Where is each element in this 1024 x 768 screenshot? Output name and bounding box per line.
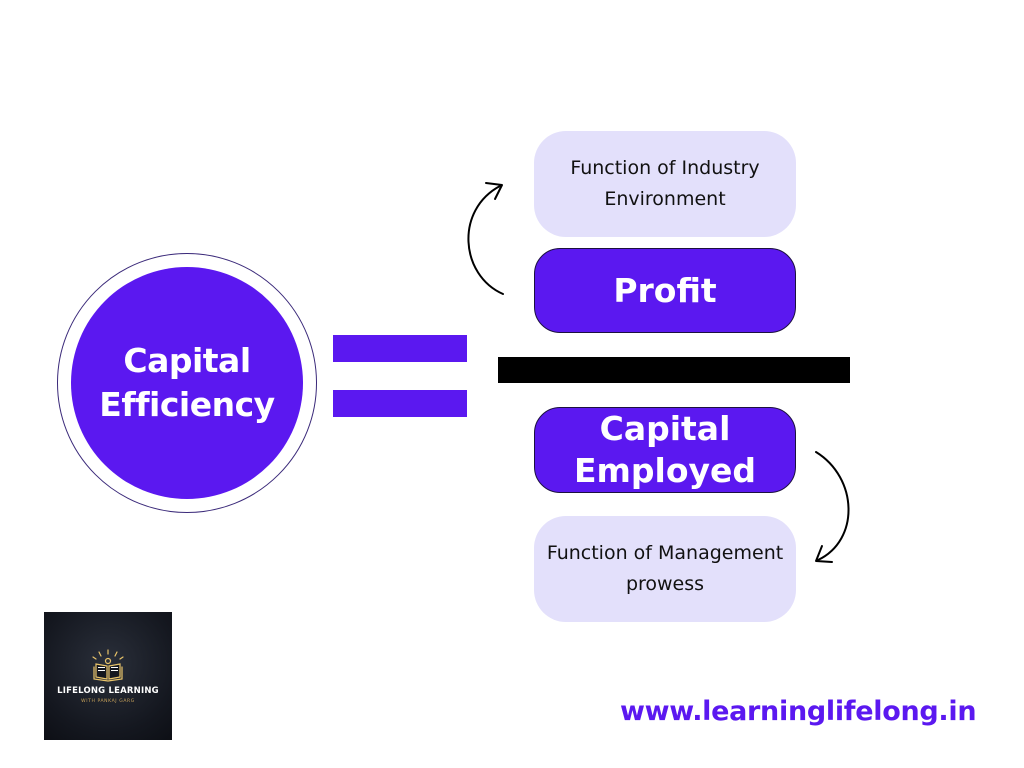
capital-employed-box: Capital Employed — [534, 407, 796, 493]
equals-sign-bottom-bar — [333, 390, 467, 417]
capital-efficiency-circle: Capital Efficiency — [71, 267, 303, 499]
logo-title: LIFELONG LEARNING — [57, 686, 159, 696]
profit-box: Profit — [534, 248, 796, 333]
logo-subtitle: WITH PANKAJ GARG — [81, 699, 135, 704]
lifelong-learning-logo: LIFELONG LEARNING WITH PANKAJ GARG — [44, 612, 172, 740]
profit-label: Profit — [613, 270, 717, 310]
industry-environment-note: Function of Industry Environment — [570, 157, 760, 210]
equals-sign-top-bar — [333, 335, 467, 362]
capital-efficiency-label: Capital Efficiency — [99, 341, 275, 424]
management-prowess-note: Function of Management prowess — [546, 542, 784, 595]
curved-arrow-down-icon — [815, 451, 850, 563]
circle-outline — [57, 253, 317, 513]
industry-environment-box: Function of Industry Environment — [534, 131, 796, 237]
capital-employed-label: Capital Employed — [573, 409, 757, 490]
curved-arrow-up-icon — [467, 182, 504, 295]
fraction-divider-line — [498, 357, 850, 383]
open-book-icon — [92, 649, 124, 682]
website-url[interactable]: www.learninglifelong.in — [620, 696, 977, 727]
management-prowess-box: Function of Management prowess — [534, 516, 796, 622]
